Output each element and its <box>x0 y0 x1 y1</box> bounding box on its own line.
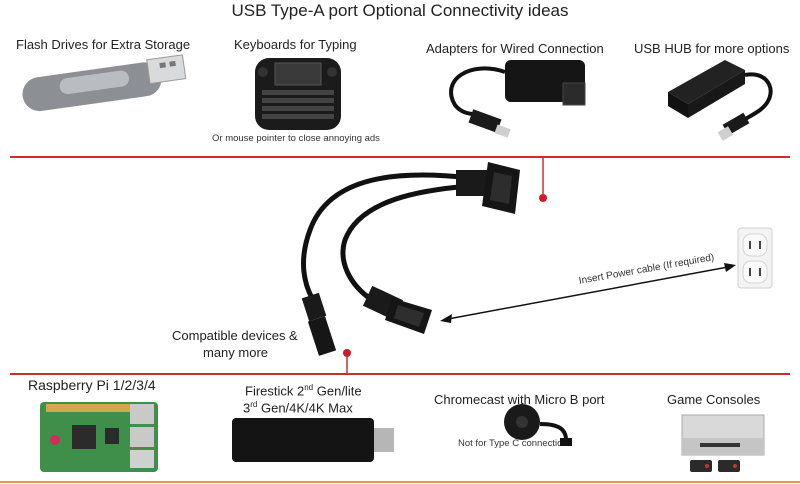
keyboard-icon <box>255 58 341 130</box>
flash-drive-caption: Flash Drives for Extra Storage <box>16 37 191 52</box>
chromecast-icon <box>504 404 572 446</box>
usb-hub-caption: USB HUB for more options <box>634 41 790 56</box>
chromecast-note: Not for Type C connections <box>458 438 573 449</box>
flash-drive-icon <box>22 54 187 112</box>
power-arrow <box>447 266 729 320</box>
adapter-caption: Adapters for Wired Connection <box>426 41 604 56</box>
chromecast-caption: Chromecast with Micro B port <box>434 392 605 407</box>
wall-outlet-icon <box>737 227 773 289</box>
bottom-border <box>0 481 800 483</box>
usb-otg-y-cable-icon <box>301 162 520 356</box>
keyboard-note: Or mouse pointer to close annoying ads <box>212 133 380 144</box>
bottom-divider <box>10 373 790 375</box>
ethernet-adapter-icon <box>449 60 586 138</box>
keyboard-caption: Keyboards for Typing <box>234 37 357 52</box>
firestick-caption-line1: Firestick 2nd Gen/lite <box>245 383 362 399</box>
top-divider <box>10 156 790 158</box>
game-console-icon <box>681 414 765 472</box>
game-console-caption: Game Consoles <box>667 392 761 407</box>
callout-dot-bottom <box>343 349 351 357</box>
usb-hub-icon <box>668 60 773 141</box>
raspberry-pi-caption: Raspberry Pi 1/2/3/4 <box>28 377 156 393</box>
devices-label-line1: Compatible devices & <box>172 328 298 343</box>
firestick-icon <box>232 418 394 462</box>
raspberry-pi-icon <box>40 402 158 472</box>
page-title: USB Type-A port Optional Connectivity id… <box>231 1 569 20</box>
callout-dot-top <box>539 194 547 202</box>
devices-label-line2: many more <box>203 345 269 360</box>
firestick-caption-line2: 3rd Gen/4K/4K Max <box>243 400 353 416</box>
